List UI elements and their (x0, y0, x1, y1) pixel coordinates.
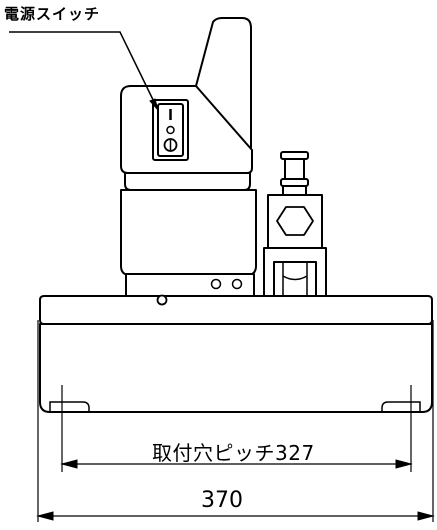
leader-arrowhead (149, 98, 159, 111)
pitch-arrow-right (395, 459, 413, 469)
pitch-arrow-left (60, 459, 78, 469)
switch-off-mark (166, 125, 175, 135)
hex-nut (276, 206, 314, 236)
mounting-pitch-label: 取付穴ピッチ327 (152, 441, 315, 465)
width-arrow-left (36, 511, 54, 521)
motor-collar (124, 172, 251, 191)
indicator-light-right (231, 278, 243, 290)
power-switch-label: 電源スイッチ (4, 5, 101, 23)
leader-line (9, 31, 159, 111)
motor-body (120, 189, 257, 276)
valve-cap (280, 151, 309, 160)
base-screw (156, 294, 168, 306)
overall-width-label: 370 (201, 488, 243, 513)
bracket-slot (282, 262, 308, 298)
valve-stem-ring (280, 178, 309, 187)
valve-neck (282, 185, 307, 196)
width-arrow-right (417, 511, 435, 521)
valve-bracket (263, 247, 327, 299)
indicator-light-left (210, 278, 222, 290)
base-lower-body (39, 323, 433, 413)
valve-stem (284, 158, 305, 180)
base-recess (49, 401, 421, 412)
base-top-plate (39, 295, 433, 325)
